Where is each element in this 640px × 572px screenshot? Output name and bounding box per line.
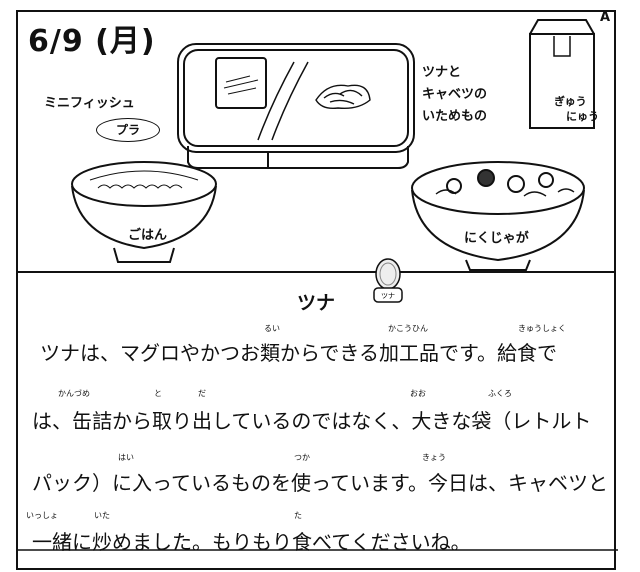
side-dish-line: ツナと	[422, 65, 462, 80]
feature-text-line: パック）に入っているものを使っています。今日は、キャベツと	[32, 471, 608, 495]
furigana: るい	[264, 324, 280, 333]
milk-label: ぎゅう にゅう	[548, 94, 618, 124]
furigana: かんづめ	[58, 389, 90, 398]
furigana: た	[294, 511, 302, 520]
furigana: と	[154, 389, 162, 398]
tray-icon	[177, 43, 415, 169]
feature-text-line: ツナは、マグロやかつお類からできる加工品です。給食で	[40, 341, 557, 365]
section-divider	[18, 271, 614, 273]
cabbage-stirfry-icon	[315, 84, 371, 110]
feature-text-line: は、缶詰から取り出しているのではなく、大きな袋（レトルト	[32, 409, 592, 433]
side-dish-line: キャベツの	[422, 87, 488, 102]
feature-text-line: 一緒に炒めました。もりもり食べてくださいね。	[32, 530, 471, 554]
furigana: きゅうしょく	[518, 324, 566, 333]
milk-label-line: ぎゅう	[554, 95, 587, 108]
furigana: いっしょ	[26, 511, 58, 520]
menu-date: 6/9 (月)	[28, 24, 156, 59]
version-letter: A	[599, 10, 610, 25]
furigana: だ	[198, 389, 206, 398]
milk-label-line: にゅう	[566, 110, 599, 123]
furigana: つか	[294, 453, 310, 462]
tuna-can-icon: ツナ	[373, 258, 403, 303]
nikujaga-bowl-icon	[411, 161, 585, 271]
milk-carton-icon	[529, 19, 595, 129]
fish-label: ミニフィッシュ	[44, 96, 135, 111]
rice-label: ごはん	[128, 228, 168, 243]
furigana: いた	[94, 511, 110, 520]
feature-title: ツナ	[296, 292, 335, 314]
furigana: かこうひん	[388, 324, 428, 333]
side-dish-label: ツナと キャベツの いためもの	[422, 62, 532, 128]
tuna-can-label: ツナ	[381, 292, 395, 300]
furigana: きょう	[422, 453, 446, 462]
mini-fish-pack-icon	[223, 75, 259, 95]
furigana: はい	[118, 453, 134, 462]
side-dish-line: いためもの	[422, 109, 488, 124]
menu-sheet: A 6/9 (月)	[16, 10, 618, 570]
furigana: おお	[410, 389, 426, 398]
furigana: ふくろ	[488, 389, 512, 398]
stew-label: にくじゃが	[464, 231, 529, 246]
rice-bowl-icon	[71, 161, 217, 263]
recycle-plastic-tag: プラ	[96, 118, 160, 142]
